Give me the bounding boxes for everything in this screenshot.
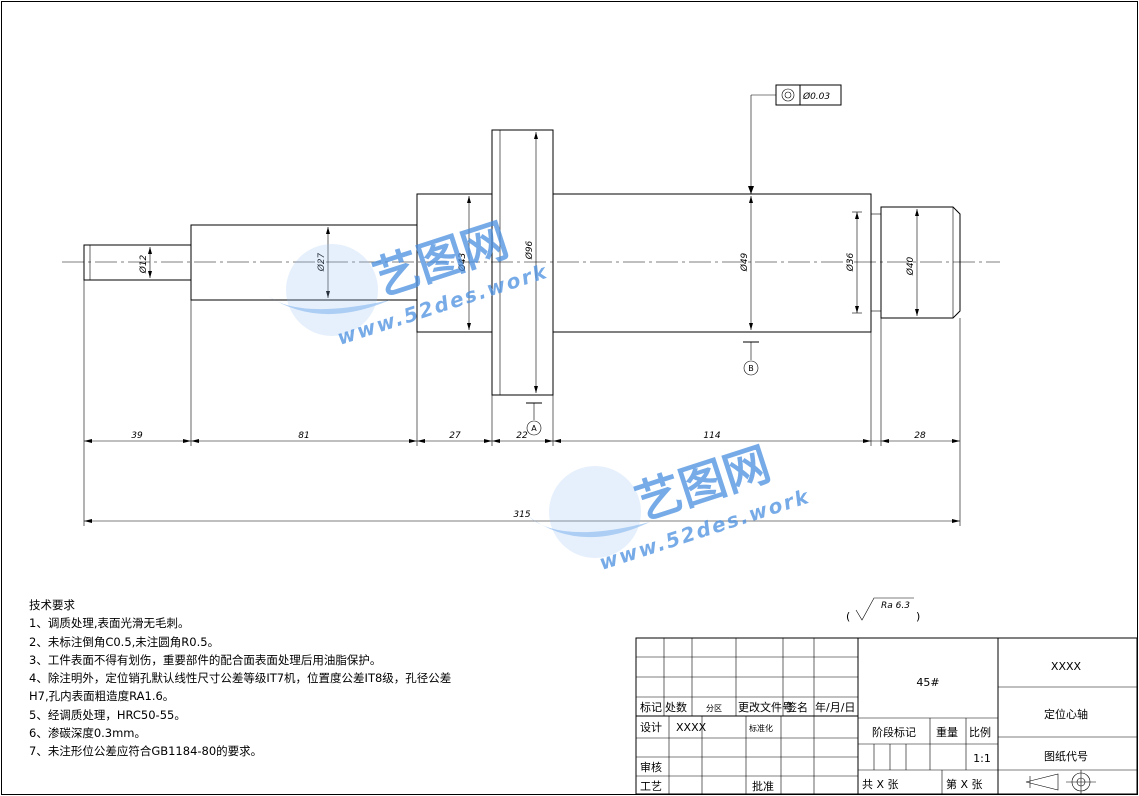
tb-zone: 分区 (706, 704, 722, 713)
tb-scale: 1:1 (973, 752, 991, 765)
tb-part-name: 定位心轴 (1044, 707, 1088, 721)
tb-sheet-no: 第 X 张 (946, 777, 983, 791)
tb-change-doc: 更改文件号 (738, 700, 793, 714)
roughness-check-icon (855, 597, 914, 621)
dim-d96: Ø96 (524, 240, 535, 260)
shaft-section-d49 (552, 193, 872, 333)
tb-standardize: 标准化 (749, 723, 773, 733)
dim-d43: Ø43 (457, 252, 468, 272)
tb-weight: 重量 (936, 725, 958, 739)
svg-text:): ) (916, 610, 920, 623)
tb-drawing-no: 图纸代号 (1044, 750, 1088, 763)
tech-item-7: 7、未注形位公差应符合GB1184-80的要求。 (29, 744, 263, 759)
dim-len-22: 22 (516, 431, 528, 441)
dim-d36: Ø36 (845, 252, 856, 272)
datum-a-label: A (531, 424, 537, 433)
length-dimensions (83, 280, 961, 526)
surface-finish-value: Ra 6.3 (881, 601, 910, 611)
diameter-dimensions (148, 132, 919, 393)
tb-scale-label: 比例 (969, 725, 991, 739)
tb-stage-mark: 阶段标记 (872, 725, 916, 739)
watermark-1: 艺图网 www.52des.work (268, 212, 551, 350)
tb-company: XXXX (1051, 660, 1082, 673)
projection-symbol-icon (1025, 770, 1096, 794)
tech-item-2: 2、未标注倒角C0.5,未注圆角R0.5。 (29, 634, 220, 649)
datum-a-symbol (526, 402, 542, 436)
tb-process: 工艺 (640, 780, 662, 793)
dim-len-114: 114 (703, 431, 720, 441)
tech-item-1: 1、调质处理,表面光滑无毛刺。 (29, 616, 190, 631)
watermark-globe-icon-2 (549, 466, 641, 558)
datum-b-label: B (748, 364, 754, 373)
tech-item-3: 3、工件表面不得有划伤，重要部件的配合面表面处理后用油脂保护。 (29, 652, 382, 667)
dim-d27: Ø27 (316, 252, 327, 272)
tolerance-value: Ø0.03 (802, 91, 830, 102)
technical-requirements: 技术要求 1、调质处理,表面光滑无毛刺。 2、未标注倒角C0.5,未注圆角R0.… (29, 596, 589, 761)
tb-count: 处数 (665, 701, 687, 714)
dim-d12: Ø12 (138, 254, 149, 274)
dim-len-39: 39 (131, 431, 143, 441)
tech-title: 技术要求 (29, 598, 75, 612)
concentricity-icon (781, 88, 795, 102)
tb-material: 45# (916, 676, 939, 689)
shaft-section-d12 (83, 244, 192, 281)
dim-len-28: 28 (914, 431, 926, 441)
surface-finish-symbol: ( ) (846, 597, 920, 623)
shaft-section-d40 (880, 206, 961, 319)
tb-approve: 批准 (752, 779, 774, 793)
tech-item-4: 4、除注明外，定位销孔默认线性尺寸公差等级IT7机，位置度公差IT8级，孔径公差 (29, 671, 452, 686)
datum-b-symbol (743, 341, 759, 376)
dim-d49: Ø49 (739, 252, 750, 272)
tb-design: 设计 (640, 721, 662, 734)
dim-len-315: 315 (513, 510, 530, 520)
dim-d40: Ø40 (905, 256, 916, 276)
dim-len-27: 27 (449, 431, 461, 441)
title-block (635, 637, 1138, 795)
tolerance-frame (748, 84, 842, 194)
dim-len-81: 81 (298, 431, 309, 441)
tb-marker: 标记 (640, 700, 662, 714)
shaft-outline (83, 129, 961, 396)
tb-signature: 签名 (786, 700, 808, 714)
tech-item-4-cont: H7,孔内表面粗造度RA1.6。 (29, 689, 175, 704)
svg-text:(: ( (846, 610, 850, 623)
watermark-globe-icon (286, 244, 378, 336)
tb-review: 审核 (640, 760, 662, 774)
tech-item-6: 6、渗碳深度0.3mm。 (29, 726, 147, 741)
tb-designer: XXXX (676, 721, 707, 734)
tech-item-5: 5、经调质处理，HRC50-55。 (29, 707, 186, 722)
tb-total-sheets: 共 X 张 (862, 778, 899, 791)
tb-date: 年/月/日 (815, 700, 855, 714)
watermark-2: 艺图网 www.52des.work (528, 436, 813, 575)
